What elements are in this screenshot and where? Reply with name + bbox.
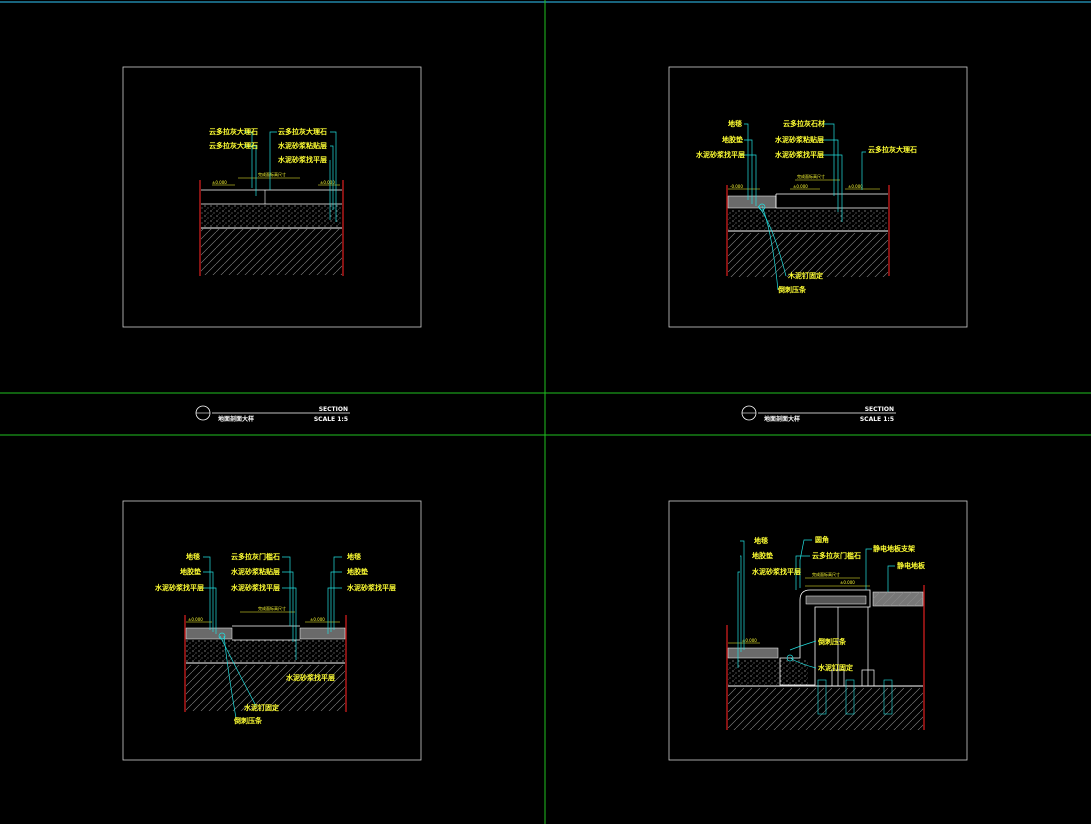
label-tl-left-1: 云多拉灰大理石 [209, 127, 258, 136]
svg-text:±0.000: ±0.000 [793, 184, 808, 189]
svg-text:完成面标高尺寸: 完成面标高尺寸 [812, 571, 840, 577]
label-tl-right-1: 云多拉灰大理石 [278, 127, 327, 136]
label-br-right-1: 静电地板支架 [873, 544, 915, 553]
label-tr-left-2: 地胶垫 [722, 135, 743, 144]
label-bl-bottom-2: 倒刺压条 [233, 716, 263, 725]
label-tr-far: 云多拉灰大理石 [868, 145, 917, 154]
label-br-right-2: 静电地板 [897, 561, 926, 570]
svg-text:完成面标高尺寸: 完成面标高尺寸 [258, 605, 286, 611]
label-br-mid-2: 水泥钉固定 [818, 663, 853, 672]
label-bl-bottom-1: 水泥钉固定 [244, 703, 279, 712]
label-bl-mid-1: 云多拉灰门槛石 [231, 552, 280, 561]
caption-right: SECTION 地面剖面大样 SCALE 1:5 [741, 405, 896, 423]
label-br-left-2: 地胶垫 [752, 551, 773, 560]
svg-text:±0.000: ±0.000 [840, 580, 855, 585]
label-br-mid-1: 倒刺压条 [817, 637, 847, 646]
detail-bottom-right: ±0.000 ±0.000 完成面标高尺寸 地毯 地胶垫 水泥砂浆找平层 圆角 … [726, 535, 926, 730]
label-br-left-3: 水泥砂浆找平层 [752, 567, 801, 576]
label-bl-base: 水泥砂浆找平层 [286, 673, 335, 682]
caption-left-name: 地面剖面大样 [218, 415, 254, 423]
panel-frames [122, 66, 968, 761]
label-tr-left-1: 地毯 [728, 119, 742, 128]
caption-right-title: SECTION [865, 406, 894, 413]
label-bl-right-2: 地胶垫 [347, 567, 368, 576]
svg-text:±0.000: ±0.000 [188, 617, 203, 622]
caption-left-scale: SCALE 1:5 [314, 416, 348, 423]
label-bl-left-3: 水泥砂浆找平层 [155, 583, 204, 592]
label-tl-right-3: 水泥砂浆找平层 [278, 155, 327, 164]
label-tr-mid-2: 水泥砂浆粘贴层 [775, 135, 824, 144]
svg-text:±0.000: ±0.000 [212, 180, 227, 185]
svg-text:±0.000: ±0.000 [742, 638, 757, 643]
svg-text:±0.000: ±0.000 [320, 180, 335, 185]
label-tr-bottom-2: 倒刺压条 [777, 285, 807, 294]
label-bl-mid-3: 水泥砂浆找平层 [231, 583, 280, 592]
label-bl-left-2: 地胶垫 [180, 567, 201, 576]
svg-text:±0.000: ±0.000 [310, 617, 325, 622]
caption-right-name: 地面剖面大样 [764, 415, 800, 423]
detail-top-left: ±0.000 ±0.000 完成面标高尺寸 云多拉灰大理石 云多拉灰大理石 云多… [199, 127, 344, 276]
label-bl-mid-2: 水泥砂浆粘贴层 [231, 567, 280, 576]
label-br-top-1: 圆角 [815, 535, 829, 544]
caption-left-title: SECTION [319, 406, 348, 413]
svg-text:±0.000: ±0.000 [848, 184, 863, 189]
label-tr-bottom-1: 木泥钉固定 [787, 271, 823, 280]
svg-text:完成面标高尺寸: 完成面标高尺寸 [258, 171, 286, 177]
svg-text:完成面标高尺寸: 完成面标高尺寸 [797, 173, 825, 179]
label-tr-left-3: 水泥砂浆找平层 [696, 150, 745, 159]
label-bl-left-1: 地毯 [186, 552, 200, 561]
caption-left: SECTION 地面剖面大样 SCALE 1:5 [195, 405, 350, 423]
label-br-left-1: 地毯 [754, 536, 768, 545]
caption-right-scale: SCALE 1:5 [860, 416, 894, 423]
label-tr-mid-3: 水泥砂浆找平层 [775, 150, 824, 159]
label-tr-mid-1: 云多拉灰石材 [783, 119, 825, 128]
detail-bottom-left: ±0.000 完成面标高尺寸 ±0.000 地毯 地胶垫 水泥砂浆找平层 云多拉… [155, 552, 396, 725]
label-bl-right-3: 水泥砂浆找平层 [347, 583, 396, 592]
detail-top-right: -0.000 ±0.000 ±0.000 完成面标高尺寸 地毯 地胶垫 水泥砂浆… [696, 119, 917, 294]
svg-text:-0.000: -0.000 [730, 184, 743, 189]
label-tl-right-2: 水泥砂浆粘贴层 [278, 141, 327, 150]
label-bl-right-1: 地毯 [347, 552, 361, 561]
label-tl-left-2: 云多拉灰大理石 [209, 141, 258, 150]
label-br-top-2: 云多拉灰门槛石 [812, 551, 861, 560]
